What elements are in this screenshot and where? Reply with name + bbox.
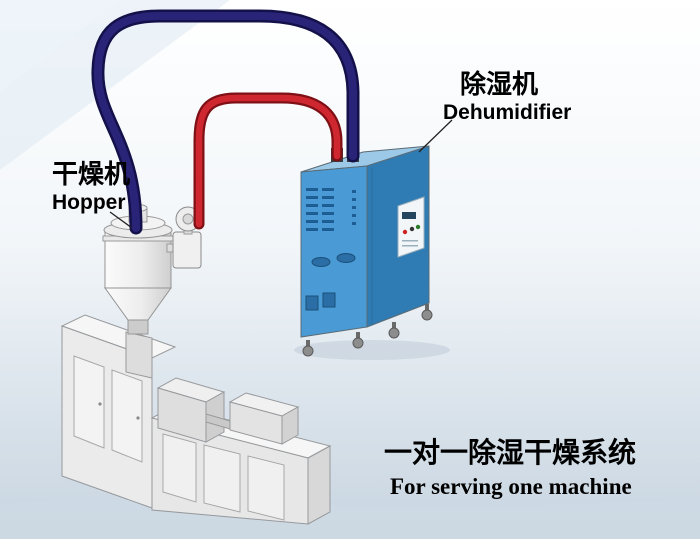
vent-grille [306, 188, 334, 231]
caster-stem [356, 332, 360, 341]
hopper-leader-line [109, 211, 133, 229]
dehumidifier-cabinet [294, 145, 450, 360]
cabinet-shadow [294, 340, 450, 360]
air-pipes [91, 9, 360, 235]
blower-body [172, 231, 202, 269]
caster-wheel [388, 327, 400, 339]
control-display [402, 212, 416, 219]
indicator-dots [352, 190, 356, 225]
bottom-grille [322, 292, 336, 308]
cabinet-front-face [300, 165, 368, 338]
machine-right-end [307, 445, 331, 525]
control-label-line [402, 240, 418, 242]
control-button-red [402, 229, 408, 235]
caster-wheel [302, 345, 314, 357]
bottom-grille [305, 295, 319, 311]
oval-vent [311, 257, 331, 267]
caption-en: For serving one machine [390, 474, 632, 499]
background-streak [0, 0, 120, 92]
door-handle [136, 416, 140, 420]
dryer-label-en: Hopper [52, 191, 126, 214]
caster-stem [425, 304, 429, 313]
caster-stem [306, 340, 310, 349]
blower-fan-hub [182, 213, 194, 225]
dryer-label-cn: 干燥机 [52, 160, 130, 190]
door-handle [98, 402, 102, 406]
control-label-line [402, 245, 418, 247]
hopper-pedestal [125, 331, 153, 379]
caster-wheel [352, 337, 364, 349]
control-button-black [409, 226, 415, 232]
caster-stem [392, 322, 396, 331]
return-pipe-blue [93, 12, 357, 232]
machine-door [111, 369, 143, 463]
dehumidifier-label-en: Dehumidifier [443, 101, 571, 124]
caster-wheel [421, 309, 433, 321]
caption-cn: 一对一除湿干燥系统 [384, 436, 636, 469]
machine-door [73, 355, 105, 449]
machine-door [203, 444, 241, 513]
machine-door [247, 455, 285, 521]
dehumidifier-label-cn: 除湿机 [460, 69, 538, 100]
supply-pipe-red [195, 94, 341, 228]
dehumidifier-leader-line [418, 119, 453, 153]
machine-door [162, 433, 197, 503]
oval-vent [336, 253, 356, 263]
blower-unit [166, 206, 202, 269]
control-button-green [415, 224, 421, 230]
die-block-side [281, 406, 299, 445]
